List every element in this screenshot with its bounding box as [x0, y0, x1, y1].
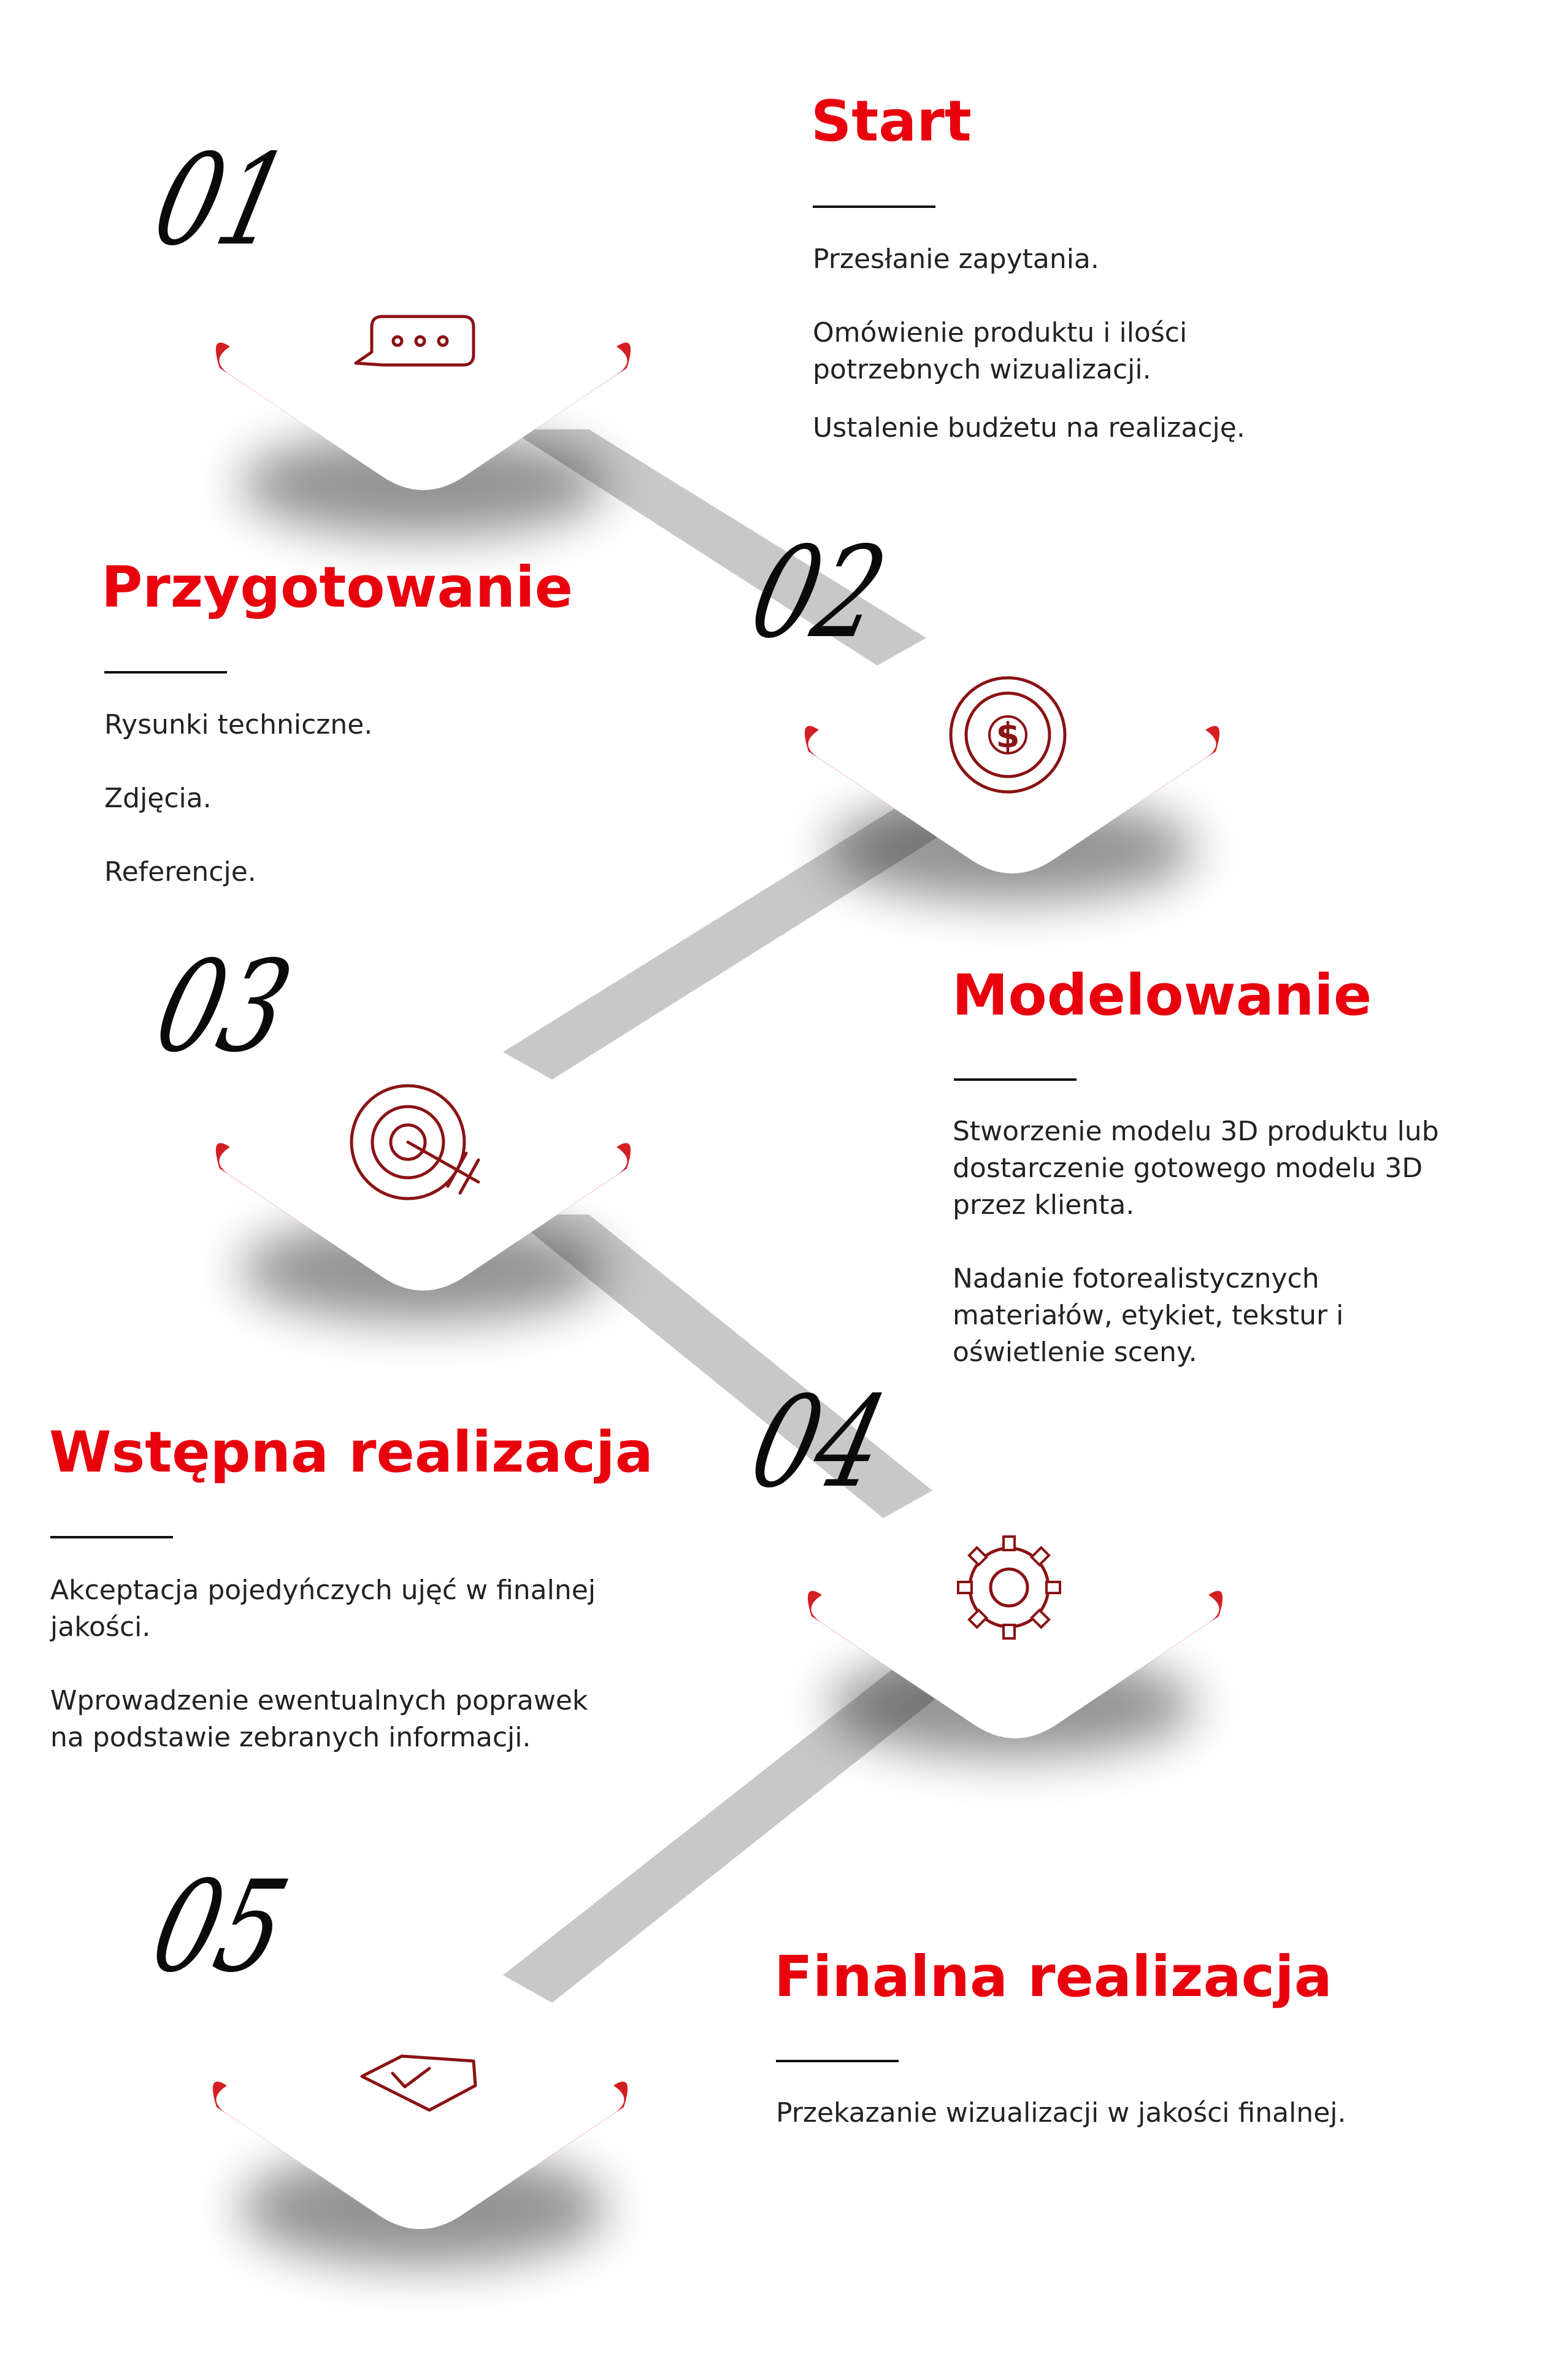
- step-description-2: Rysunki techniczne. Zdjęcia. Referencje.: [104, 707, 595, 891]
- envelope-check-icon: [360, 2054, 477, 2112]
- step-3-line-2: Nadanie fotorealistycznych materiałów, e…: [953, 1263, 1344, 1368]
- step-tile-2: $: [804, 615, 1220, 902]
- step-1-line-3: Ustalenie budżetu na realizację.: [813, 412, 1245, 443]
- step-number-4: 04: [737, 1370, 899, 1516]
- step-title-1: Start: [811, 88, 972, 154]
- connector-1-2: [509, 429, 926, 666]
- tile-top: [216, 1970, 624, 2229]
- step-2-line-1: Rysunki techniczne.: [104, 709, 373, 740]
- step-title-3: Modelowanie: [952, 962, 1372, 1028]
- step-title-5: Finalna realizacja: [774, 1944, 1332, 2010]
- step-divider-2: [104, 671, 227, 674]
- step-4-line-1: Akceptacja pojedyńczych ujęć w finalnej …: [50, 1575, 596, 1643]
- step-2-line-2: Zdjęcia.: [104, 783, 212, 814]
- svg-text:$: $: [996, 716, 1020, 756]
- step-description-5: Przekazanie wizualizacji w jakości final…: [776, 2095, 1512, 2132]
- step-3-line-1: Stworzenie modelu 3D produktu lub dostar…: [953, 1116, 1439, 1221]
- step-2-line-3: Referencje.: [104, 856, 256, 888]
- step-tile-1: [215, 231, 631, 537]
- step-number-5: 05: [139, 1854, 301, 2000]
- step-4-line-2: Wprowadzenie ewentualnych poprawek na po…: [50, 1685, 588, 1753]
- connector-3-4: [509, 1215, 932, 1518]
- step-tile-4: [807, 1480, 1223, 1757]
- step-divider-4: [50, 1536, 173, 1538]
- step-5-line-1: Przekazanie wizualizacji w jakości final…: [776, 2097, 1346, 2129]
- step-description-1: Przesłanie zapytania. Omówienie produktu…: [813, 241, 1328, 447]
- step-number-2: 02: [737, 520, 899, 666]
- step-divider-1: [813, 205, 935, 208]
- step-title-4: Wstępna realizacja: [49, 1419, 653, 1485]
- step-title-2: Przygotowanie: [101, 555, 574, 620]
- step-description-4: Akceptacja pojedyńczych ujęć w finalnej …: [50, 1572, 621, 1756]
- step-tile-3: [215, 1032, 631, 1322]
- chat-bubble-icon: [354, 315, 475, 367]
- target-arrow-icon: [350, 1084, 480, 1200]
- step-divider-3: [954, 1078, 1077, 1081]
- gear-icon: [957, 1535, 1061, 1640]
- step-number-3: 03: [142, 934, 304, 1080]
- tile-top: [219, 231, 628, 490]
- step-1-line-1: Przesłanie zapytania.: [813, 244, 1099, 275]
- tile-top: [808, 615, 1216, 873]
- dollar-coin-icon: $: [949, 676, 1067, 794]
- tile-top: [811, 1480, 1219, 1738]
- step-divider-5: [776, 2060, 899, 2062]
- step-number-1: 01: [140, 128, 302, 274]
- step-description-3: Stworzenie modelu 3D produktu lub dostar…: [953, 1113, 1480, 1371]
- step-tile-5: [212, 1970, 628, 2267]
- step-1-line-2: Omówienie produktu i ilości potrzebnych …: [813, 317, 1188, 385]
- tile-top: [219, 1032, 628, 1291]
